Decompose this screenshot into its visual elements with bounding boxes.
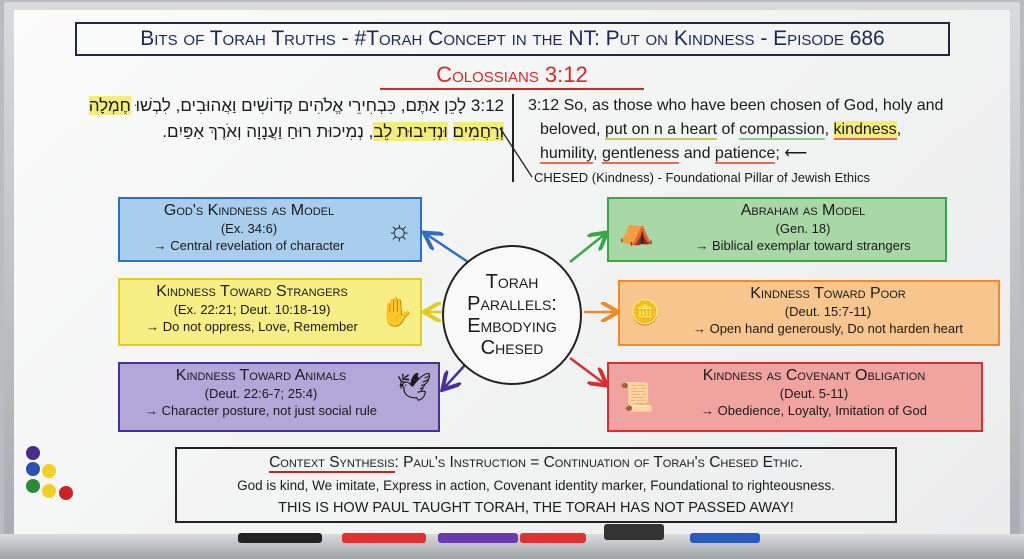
center-text: Chesed — [480, 337, 544, 359]
dove-icon: 🕊 — [396, 371, 432, 403]
purple-marker[interactable] — [438, 533, 518, 543]
verse-line: humility, gentleness and patience; ⟵ — [528, 142, 1010, 166]
box-title: Kindness Toward Animals — [175, 367, 347, 384]
center-text: Torah — [485, 271, 539, 293]
red-marker[interactable] — [342, 533, 426, 543]
box-reference: (Ex. 22:21; Deut. 10:18-19) — [173, 302, 331, 317]
open-hands-icon: ✋ — [379, 296, 414, 328]
blue-marker[interactable] — [690, 533, 760, 543]
box-note: → Central revelation of character — [153, 238, 345, 253]
eraser[interactable] — [604, 524, 664, 540]
word: , — [824, 121, 834, 138]
verse-line: beloved, put on n a heart of compassion,… — [528, 118, 1010, 142]
word-gentleness: gentleness — [601, 145, 680, 164]
black-marker[interactable] — [238, 533, 322, 543]
synthesis-line: God is kind, We imitate, Express in acti… — [237, 478, 835, 493]
scripture-reference: Colossians 3:12 — [380, 62, 644, 90]
hebrew-text: , נְמִיכוּת רוּחַ וַעֲנָוָה וְאֹרֶךְ אַפ… — [162, 122, 374, 141]
box-gods-kindness: God's Kindness as Model (Ex. 34:6) → Cen… — [118, 197, 422, 262]
word: ; — [775, 145, 780, 162]
synthesis-label: Context Synthesis — [269, 454, 395, 473]
box-covenant: Kindness as Covenant Obligation (Deut. 5… — [607, 362, 983, 432]
magnet[interactable] — [42, 464, 56, 478]
word-compassion: compassion — [739, 121, 825, 140]
box-reference: (Gen. 18) — [775, 221, 831, 236]
box-animals: Kindness Toward Animals (Deut. 22:6-7; 2… — [118, 362, 440, 432]
context-synthesis-box: Context Synthesis: Paul's Instruction = … — [175, 447, 897, 523]
chesed-note: CHESED (Kindness) - Foundational Pillar … — [534, 170, 870, 185]
word: , — [896, 121, 902, 138]
hebrew-text: 3:12 לָכֵן אַתֶּם, כִּבְחִירֵי אֱלֹהִים … — [130, 96, 504, 115]
arrow-to-covenant — [569, 356, 605, 384]
box-title: Kindness Toward Poor — [750, 285, 906, 302]
word: beloved, — [540, 121, 605, 138]
pointer-line — [499, 127, 533, 178]
red-marker[interactable] — [520, 533, 586, 543]
center-text: Parallels: — [467, 293, 557, 315]
hebrew-verse: 3:12 לָכֵן אַתֶּם, כִּבְחִירֵי אֱלֹהִים … — [88, 93, 504, 145]
scroll-icon: 📜 — [619, 381, 654, 413]
box-abraham: Abraham as Model (Gen. 18) → Biblical ex… — [607, 197, 947, 262]
center-circle: Torah Parallels: Embodying Chesed — [442, 245, 582, 385]
center-text: Embodying — [467, 315, 557, 337]
verse-line: 3:12 So, as those who have been chosen o… — [528, 97, 944, 114]
word-patience: patience — [714, 145, 776, 164]
box-note: → Obedience, Loyalty, Imitation of God — [701, 403, 927, 418]
synthesis-text: : Paul's Instruction = Continuation of T… — [394, 454, 803, 471]
box-note: → Open hand generously, Do not harden he… — [692, 321, 964, 336]
magnet[interactable] — [26, 462, 40, 476]
hebrew-highlight: וּנְדִיבוּת לֵב — [373, 122, 448, 141]
magnet[interactable] — [26, 446, 40, 460]
word: , — [593, 145, 602, 162]
hand-coin-icon: 🪙 — [630, 299, 660, 327]
arrow-to-abraham — [569, 234, 605, 263]
word-humility: humility — [540, 145, 594, 164]
word: and — [679, 145, 715, 162]
radiant-person-icon: ☼ — [386, 214, 412, 245]
magnet[interactable] — [26, 479, 40, 493]
arrow-to-animals — [444, 363, 467, 388]
box-reference: (Ex. 34:6) — [220, 221, 278, 236]
box-title: Kindness Toward Strangers — [156, 283, 348, 300]
magnet[interactable] — [42, 484, 56, 498]
box-reference: (Deut. 15:7-11) — [784, 304, 872, 319]
box-title: God's Kindness as Model — [163, 202, 335, 219]
divider-line — [512, 94, 514, 182]
english-verse: 3:12 So, as those who have been chosen o… — [528, 94, 1010, 166]
arrow-to-god — [426, 234, 469, 264]
box-reference: (Deut. 22:6-7; 25:4) — [204, 386, 318, 401]
word: of — [717, 121, 740, 138]
box-reference: (Deut. 5-11) — [779, 386, 849, 401]
box-note: → Biblical exemplar toward strangers — [695, 238, 911, 253]
box-title: Abraham as Model — [740, 202, 866, 219]
word-kindness: kindness — [833, 121, 897, 140]
box-title: Kindness as Covenant Obligation — [702, 367, 926, 384]
word-put-on: put on n a heart — [604, 121, 718, 140]
box-strangers: Kindness Toward Strangers (Ex. 22:21; De… — [118, 278, 422, 346]
box-poor: Kindness Toward Poor (Deut. 15:7-11) → O… — [618, 280, 1000, 346]
box-note: → Do not oppress, Love, Remember — [146, 319, 358, 334]
arrow-left-icon: ⟵ — [784, 145, 808, 162]
box-note: → Character posture, not just social rul… — [145, 403, 377, 418]
synthesis-line: THIS IS HOW PAUL TAUGHT TORAH, THE TORAH… — [278, 500, 794, 516]
magnet[interactable] — [59, 486, 73, 500]
synthesis-line: Context Synthesis: Paul's Instruction = … — [177, 451, 895, 474]
tent-icon: ⛺ — [619, 214, 654, 245]
page-title: Bits of Torah Truths - #Torah Concept in… — [75, 22, 950, 56]
